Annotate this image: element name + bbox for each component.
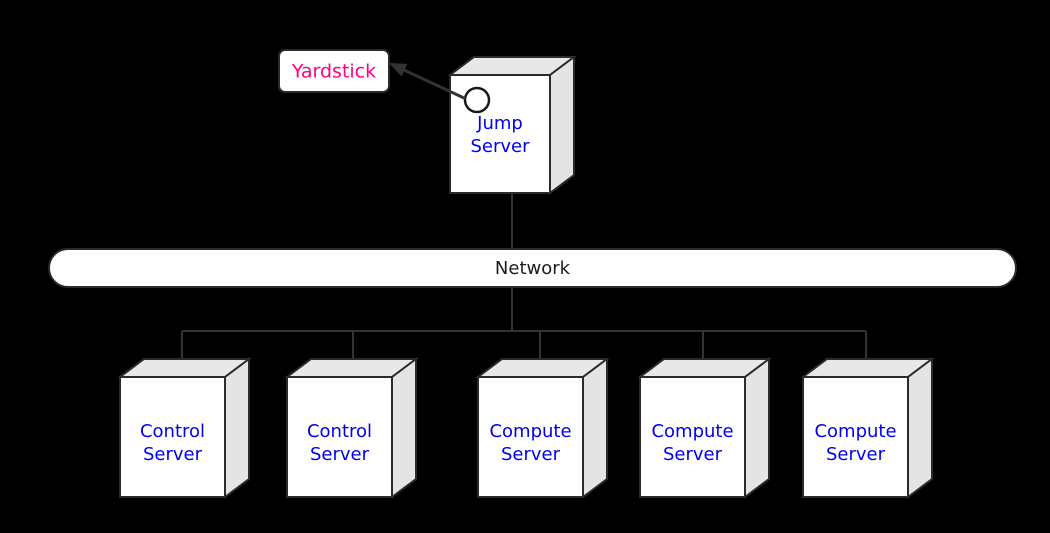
jump-server-front-face — [449, 74, 551, 194]
jump-server-node[interactable]: Jump Server — [447, 55, 577, 195]
server-front-face — [802, 376, 909, 498]
server-label-line1: Compute — [814, 421, 896, 442]
server-side-face — [582, 357, 608, 499]
yardstick-label-box[interactable] — [278, 49, 390, 93]
server-front-face — [119, 376, 226, 498]
server-label-line2: Server — [501, 444, 561, 465]
jump-server-label-line2: Server — [470, 136, 530, 157]
server-label-line1: Control — [140, 421, 205, 442]
server-front-face — [286, 376, 393, 498]
server-side-face — [224, 357, 250, 499]
server-side-face — [907, 357, 933, 499]
server-label-line1: Control — [307, 421, 372, 442]
server-label-line1: Compute — [489, 421, 571, 442]
network-pill-shape[interactable] — [48, 248, 1017, 288]
server-front-face — [477, 376, 584, 498]
yardstick-label: Yardstick — [291, 61, 376, 83]
yardstick-arrow-head-icon — [389, 63, 408, 77]
server-label-line2: Server — [310, 444, 370, 465]
server-side-face — [744, 357, 770, 499]
jump-server-port-icon[interactable] — [463, 86, 491, 114]
server-row: ControlServerControlServerComputeServerC… — [117, 357, 935, 499]
jump-server-side-face — [549, 55, 575, 195]
server-front-face — [639, 376, 746, 498]
network-label: Network — [495, 258, 571, 279]
network-to-bus-link — [181, 287, 867, 359]
jump-server-label-line1: Jump — [476, 113, 523, 134]
server-label-line1: Compute — [651, 421, 733, 442]
server-side-face — [391, 357, 417, 499]
yardstick-annotation-group[interactable]: Yardstick — [278, 49, 466, 100]
yardstick-arrow-line — [402, 68, 466, 100]
server-label-line2: Server — [826, 444, 886, 465]
network-node[interactable]: Network — [48, 248, 1017, 288]
bus-drop-lines — [181, 331, 867, 359]
server-label-line2: Server — [143, 444, 203, 465]
server-label-line2: Server — [663, 444, 723, 465]
